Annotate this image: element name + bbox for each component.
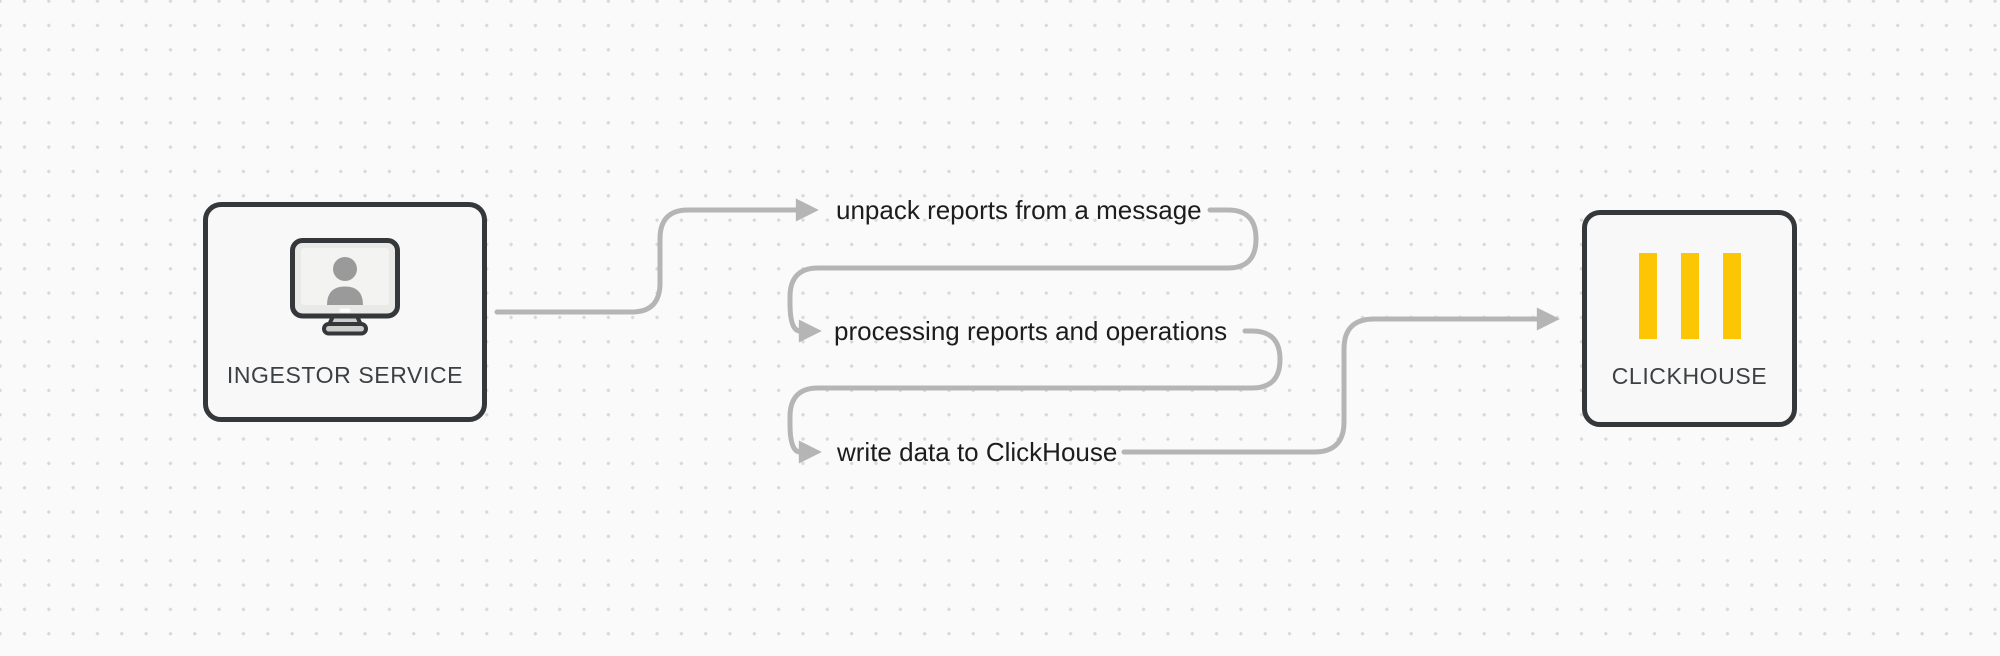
clickhouse-bar xyxy=(1722,253,1741,339)
connector-step2-to-step3 xyxy=(787,328,1283,464)
connector-step1-to-step2 xyxy=(787,207,1259,343)
step-label-unpack-reports: unpack reports from a message xyxy=(836,195,1202,225)
clickhouse-bar xyxy=(1638,253,1657,339)
connector-ingestor-to-step1 xyxy=(494,198,819,315)
node-ingestor-service[interactable]: INGESTOR SERVICE xyxy=(203,202,487,422)
clickhouse-bars-icon xyxy=(1638,253,1741,339)
clickhouse-bar xyxy=(1680,253,1699,339)
monitor-user-icon xyxy=(290,238,400,336)
ingestor-service-label: INGESTOR SERVICE xyxy=(226,362,464,388)
step-label-processing-reports: processing reports and operations xyxy=(834,316,1228,346)
step-label-write-data: write data to ClickHouse xyxy=(837,437,1118,467)
clickhouse-label: CLICKHOUSE xyxy=(1611,363,1768,389)
node-clickhouse[interactable]: CLICKHOUSE xyxy=(1582,210,1797,427)
connector-step3-to-clickhouse xyxy=(1121,307,1560,455)
